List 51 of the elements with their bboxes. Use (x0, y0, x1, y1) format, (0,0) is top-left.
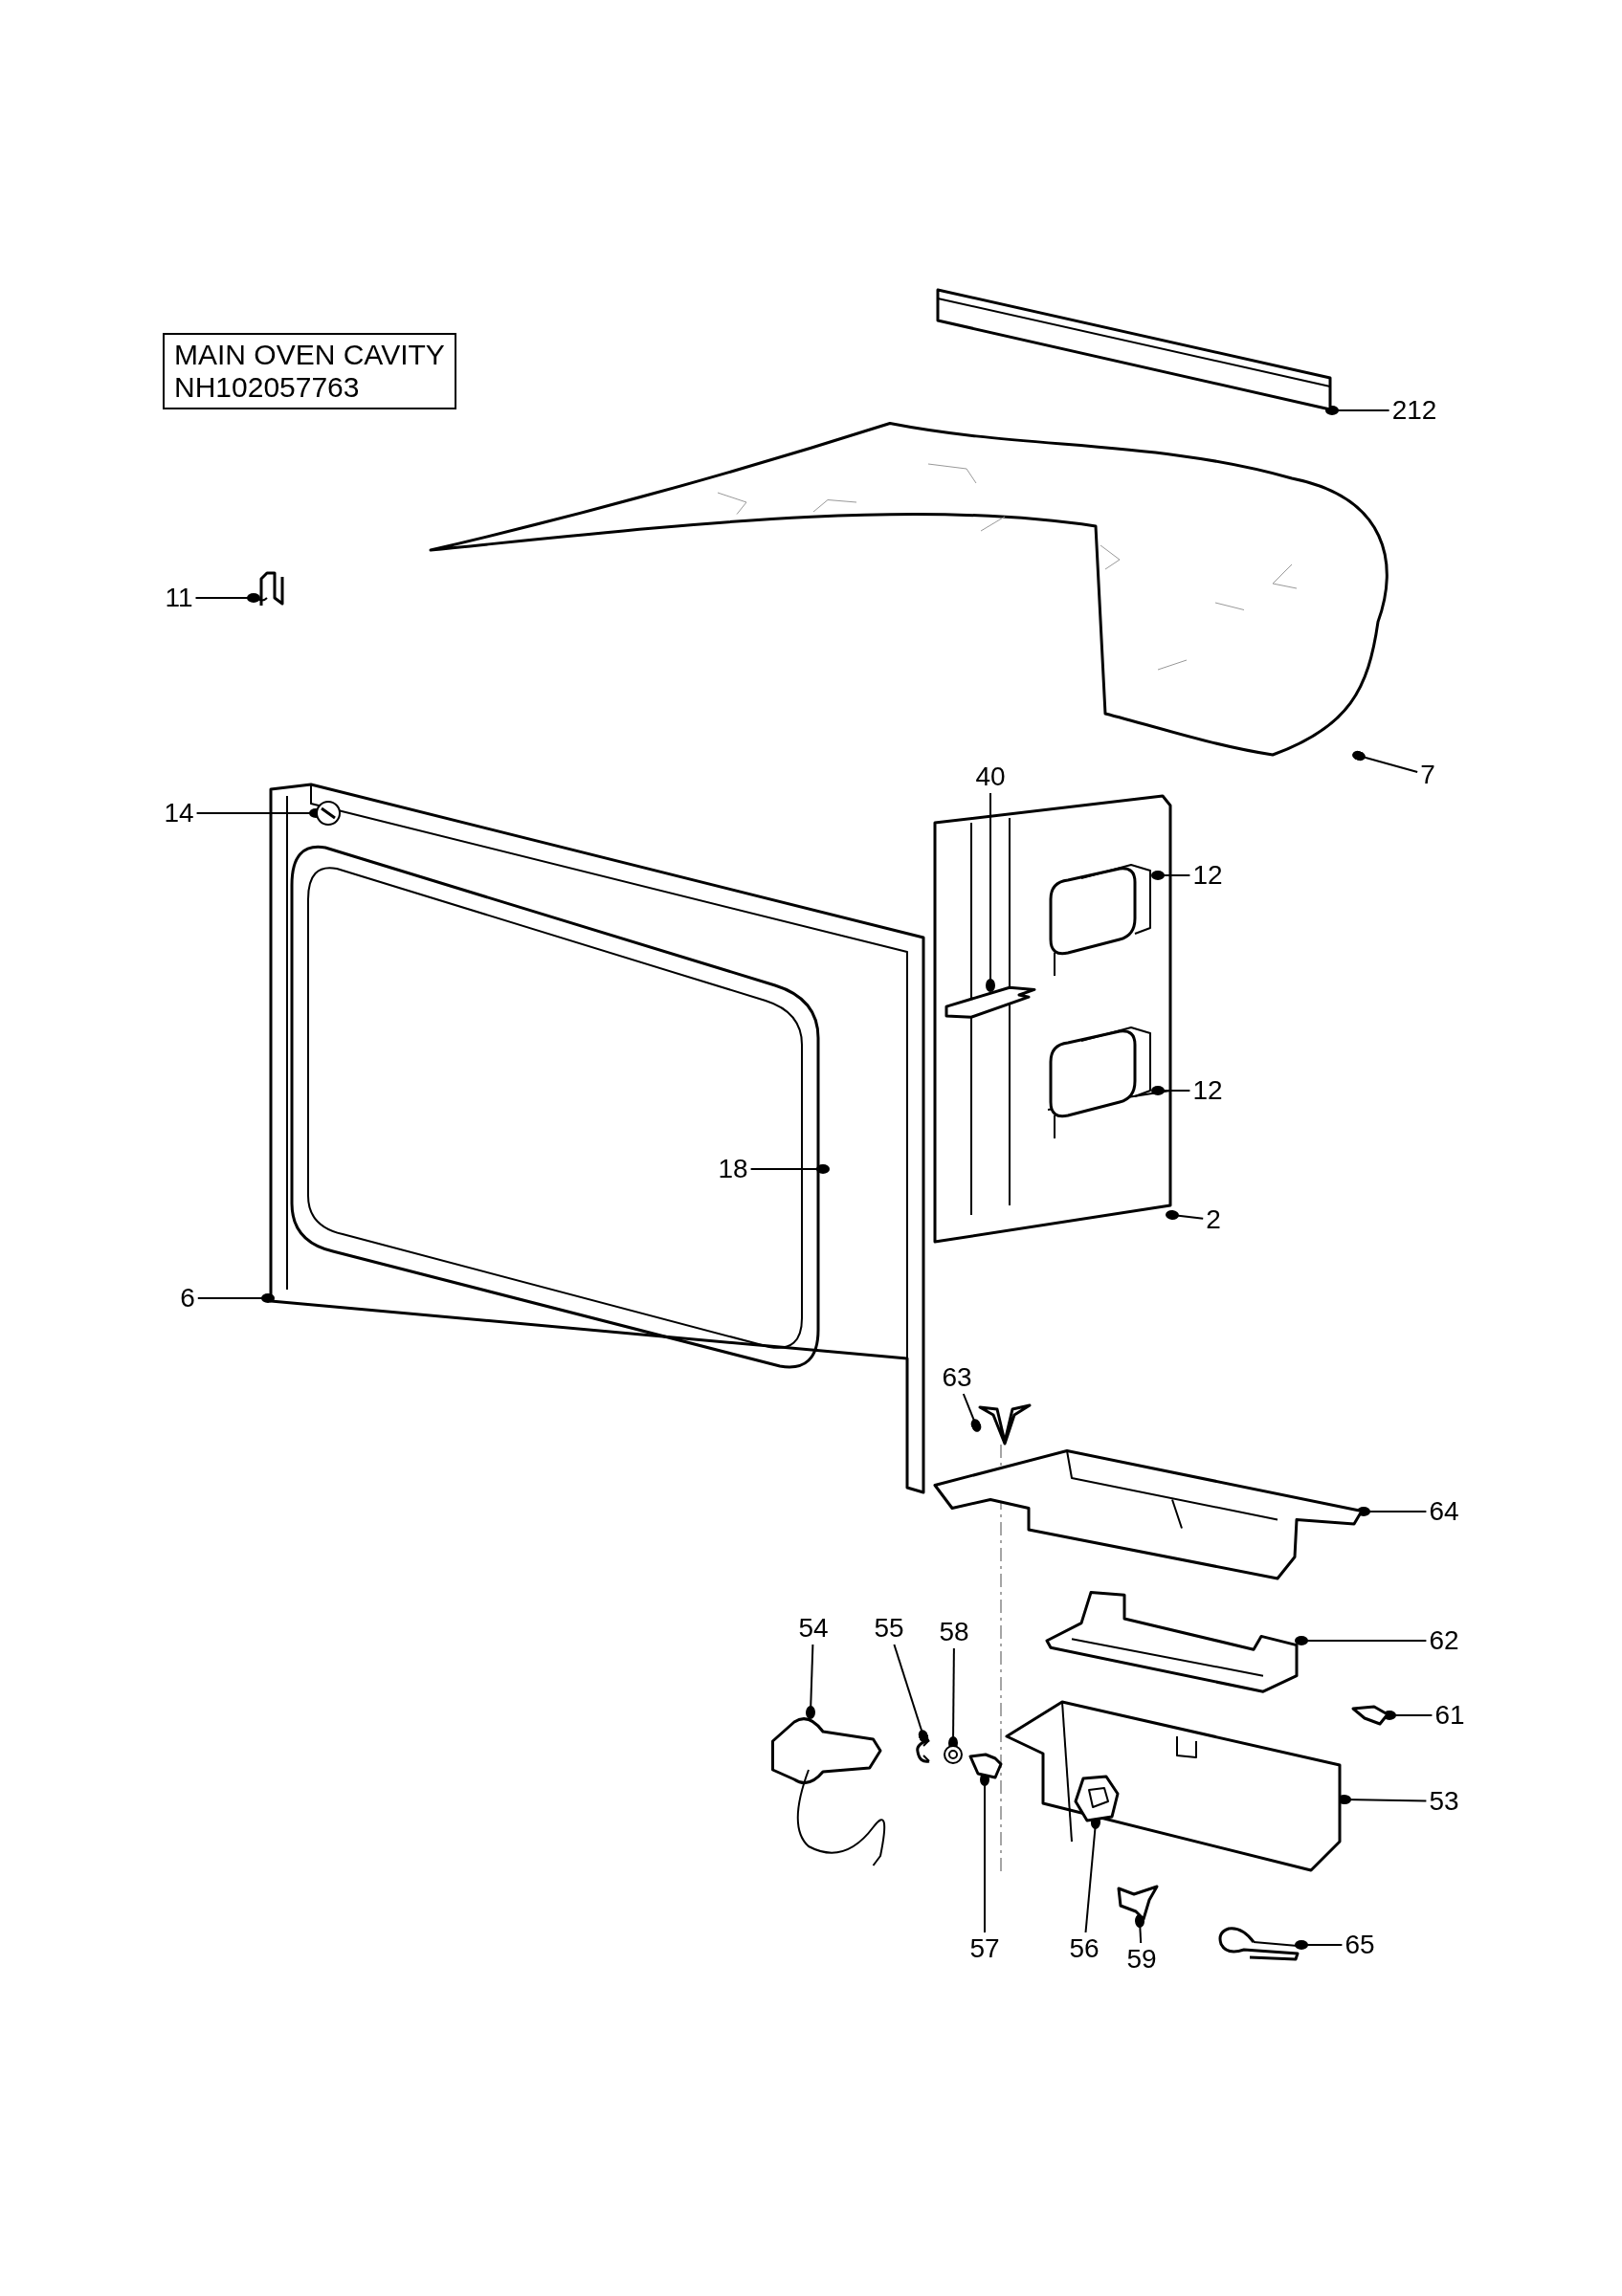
callout-number: 18 (718, 1155, 748, 1183)
callout-number: 7 (1420, 761, 1435, 789)
leader-line (1325, 406, 1390, 415)
leader-line (806, 1644, 815, 1719)
leader-line (1166, 1209, 1205, 1221)
callout-number: 58 (939, 1618, 969, 1646)
cover-plate-drawing (933, 1449, 1364, 1578)
callout-number: 12 (1192, 861, 1223, 890)
title-text: MAIN OVEN CAVITY (174, 339, 445, 371)
title-box (163, 333, 456, 409)
burner-drawing (1043, 1588, 1301, 1693)
callout-number: 63 (942, 1363, 972, 1392)
trim-strip-drawing (936, 287, 1332, 411)
callout-number: 65 (1344, 1931, 1375, 1959)
callout-number: 53 (1429, 1787, 1459, 1816)
leader-line (1295, 1636, 1428, 1645)
callout-number: 62 (1429, 1626, 1459, 1655)
leader-line (1135, 1914, 1144, 1944)
clip-drawing (976, 1402, 1033, 1445)
screw-drawing (316, 801, 341, 826)
leader-line (194, 593, 260, 603)
leader-line (986, 792, 995, 992)
washer-drawing (943, 1743, 964, 1766)
callout-number: 6 (180, 1284, 195, 1313)
leader-line (893, 1644, 929, 1743)
clip-drawing (943, 985, 1038, 1020)
nut-drawing (1072, 1775, 1120, 1822)
callout-number: 57 (969, 1934, 1000, 1963)
leader-line (1151, 871, 1191, 880)
callout-number: 64 (1429, 1497, 1459, 1526)
callout-number: 59 (1126, 1945, 1157, 1974)
leader-line (962, 1393, 982, 1432)
callout-number: 40 (975, 762, 1006, 791)
circlip-drawing (914, 1736, 933, 1765)
callout-number: 14 (164, 799, 194, 828)
leader-line (1295, 1940, 1344, 1950)
callout-number: 55 (874, 1614, 904, 1643)
leader-line (749, 1164, 830, 1174)
leader-line (1357, 1507, 1428, 1516)
callout-number: 54 (798, 1614, 829, 1643)
callout-number: 56 (1069, 1934, 1100, 1963)
fitting-drawing (967, 1751, 1003, 1779)
leader-line (1352, 750, 1419, 773)
callout-number: 2 (1206, 1205, 1221, 1234)
callout-number: 61 (1434, 1701, 1465, 1730)
leader-line (1151, 1086, 1191, 1095)
callout-number: 212 (1391, 396, 1437, 425)
callout-number: 11 (165, 584, 193, 612)
part-number: NH102057763 (174, 371, 361, 404)
leader-line (196, 1293, 275, 1303)
callout-number: 12 (1192, 1076, 1223, 1105)
